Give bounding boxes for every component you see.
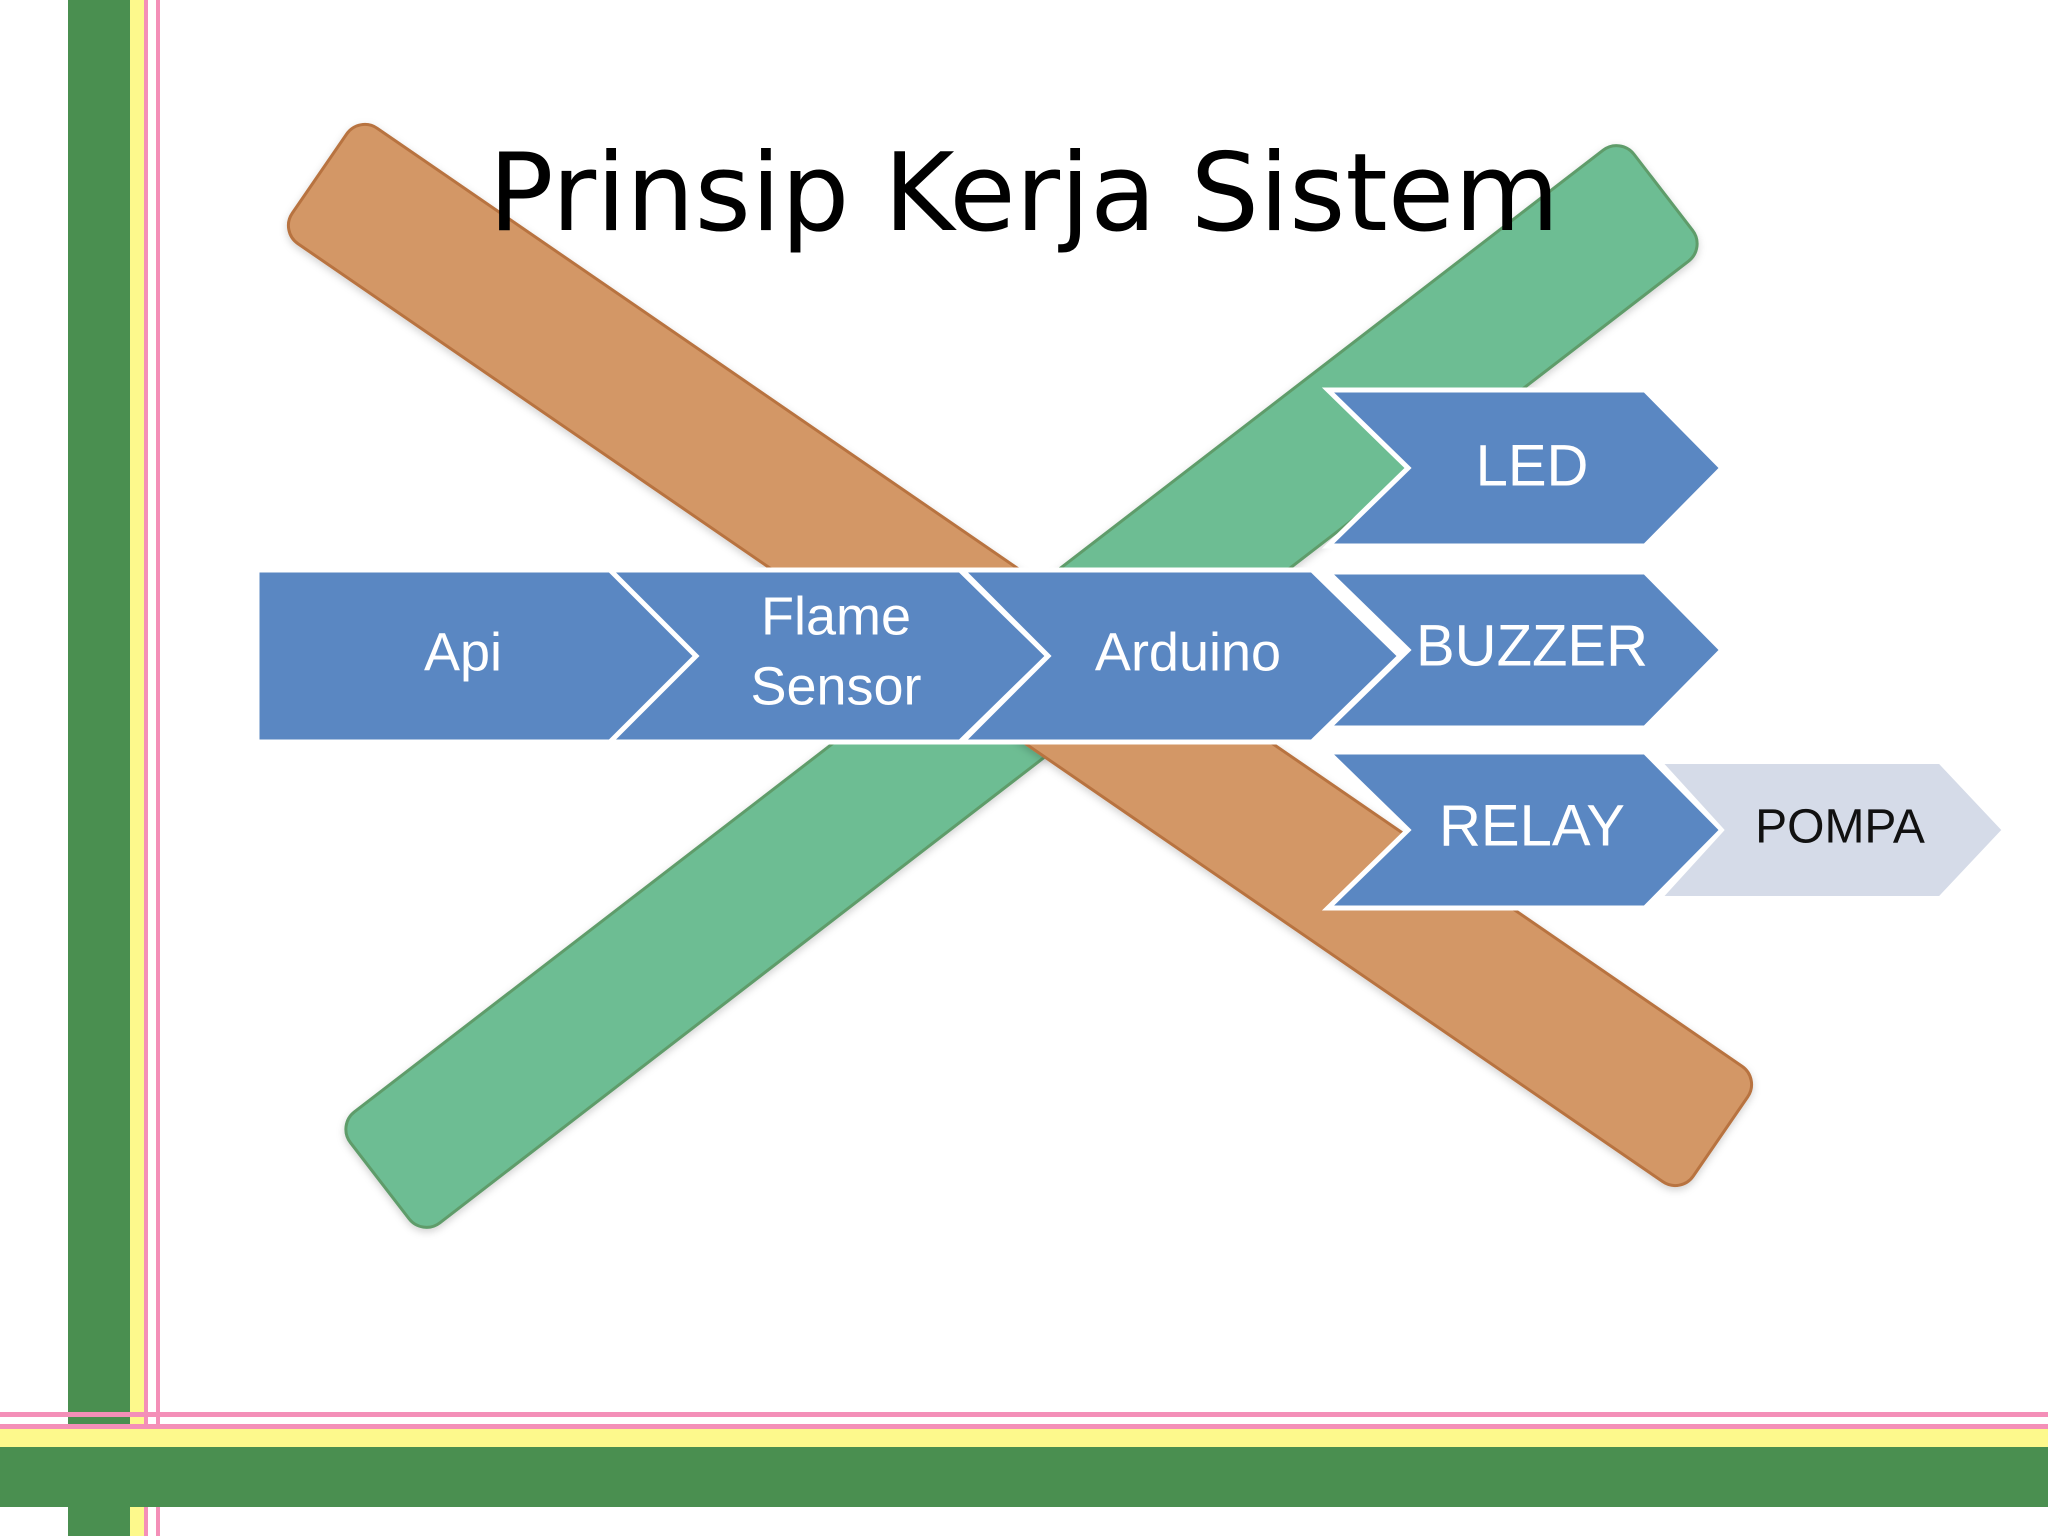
frame-horizontal-green xyxy=(0,1447,2048,1507)
frame-horizontal-pink xyxy=(0,1424,2048,1429)
slide-title: Prinsip Kerja Sistem xyxy=(489,131,1560,256)
frame-vertical-yellow xyxy=(130,0,144,1536)
chevron-pompa-label: POMPA xyxy=(1755,801,1925,854)
frame-vertical-pink-thin xyxy=(156,0,160,1536)
chevron-led: LED xyxy=(1321,387,1726,549)
chevron-flame-sensor-line1: Flame xyxy=(761,586,911,646)
chevron-buzzer: BUZZER xyxy=(1321,569,1726,731)
chevron-pompa: POMPA xyxy=(1655,760,2007,900)
chevron-relay-label: RELAY xyxy=(1439,793,1625,858)
frame-horizontal-pink-thin xyxy=(0,1412,2048,1417)
chevron-relay: RELAY xyxy=(1321,749,1726,911)
chevron-arduino: Arduino xyxy=(955,567,1404,745)
chevron-arduino-label: Arduino xyxy=(1095,622,1281,682)
chevron-api: Api xyxy=(254,567,702,745)
chevron-buzzer-label: BUZZER xyxy=(1416,613,1648,678)
frame-horizontal-yellow xyxy=(0,1429,2048,1447)
chevron-led-label: LED xyxy=(1476,433,1589,498)
chevron-flame-sensor-line2: Sensor xyxy=(750,656,921,716)
frame-vertical-pink xyxy=(144,0,148,1536)
chevron-api-label: Api xyxy=(424,622,502,682)
frame-vertical-green xyxy=(68,0,130,1536)
